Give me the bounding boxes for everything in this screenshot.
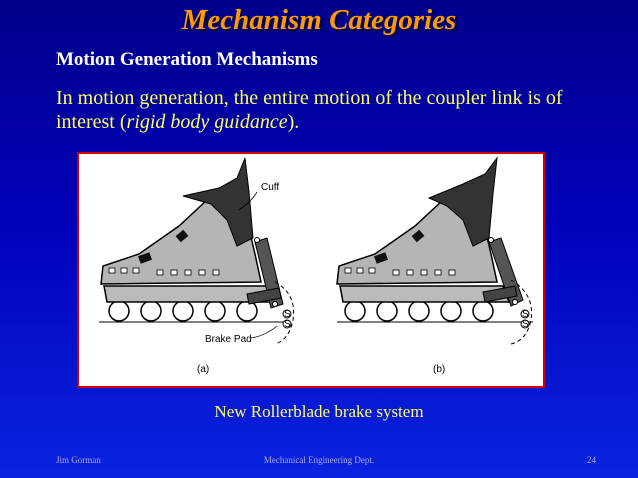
slide-subtitle: Motion Generation Mechanisms (56, 49, 318, 70)
footer-page-number: 24 (587, 455, 596, 465)
label-b: (b) (433, 364, 445, 375)
svg-text:S: S (284, 319, 291, 330)
label-a: (a) (197, 364, 209, 375)
svg-text:S: S (284, 309, 291, 320)
skate-a: S S Cuff Brake Pad (a) (99, 157, 295, 375)
body-text-part1: In motion generation, the entire motion … (56, 87, 563, 133)
label-brake-pad: Brake Pad (205, 334, 252, 345)
label-cuff: Cuff (261, 182, 279, 193)
body-text-part2: ). (287, 111, 300, 133)
svg-text:S: S (522, 319, 529, 330)
rollerblade-figure: S S Cuff Brake Pad (a) (77, 152, 545, 388)
footer-department: Mechanical Engineering Dept. (263, 455, 375, 465)
svg-text:S: S (522, 309, 529, 320)
body-text: In motion generation, the entire motion … (56, 86, 596, 134)
body-text-italic: rigid body guidance (126, 111, 288, 133)
footer-author: Jim Gorman (56, 455, 101, 465)
skate-b: S S (b) (336, 156, 533, 375)
figure-caption: New Rollerblade brake system (214, 402, 424, 421)
slide-title: Mechanism Categories (181, 4, 457, 36)
